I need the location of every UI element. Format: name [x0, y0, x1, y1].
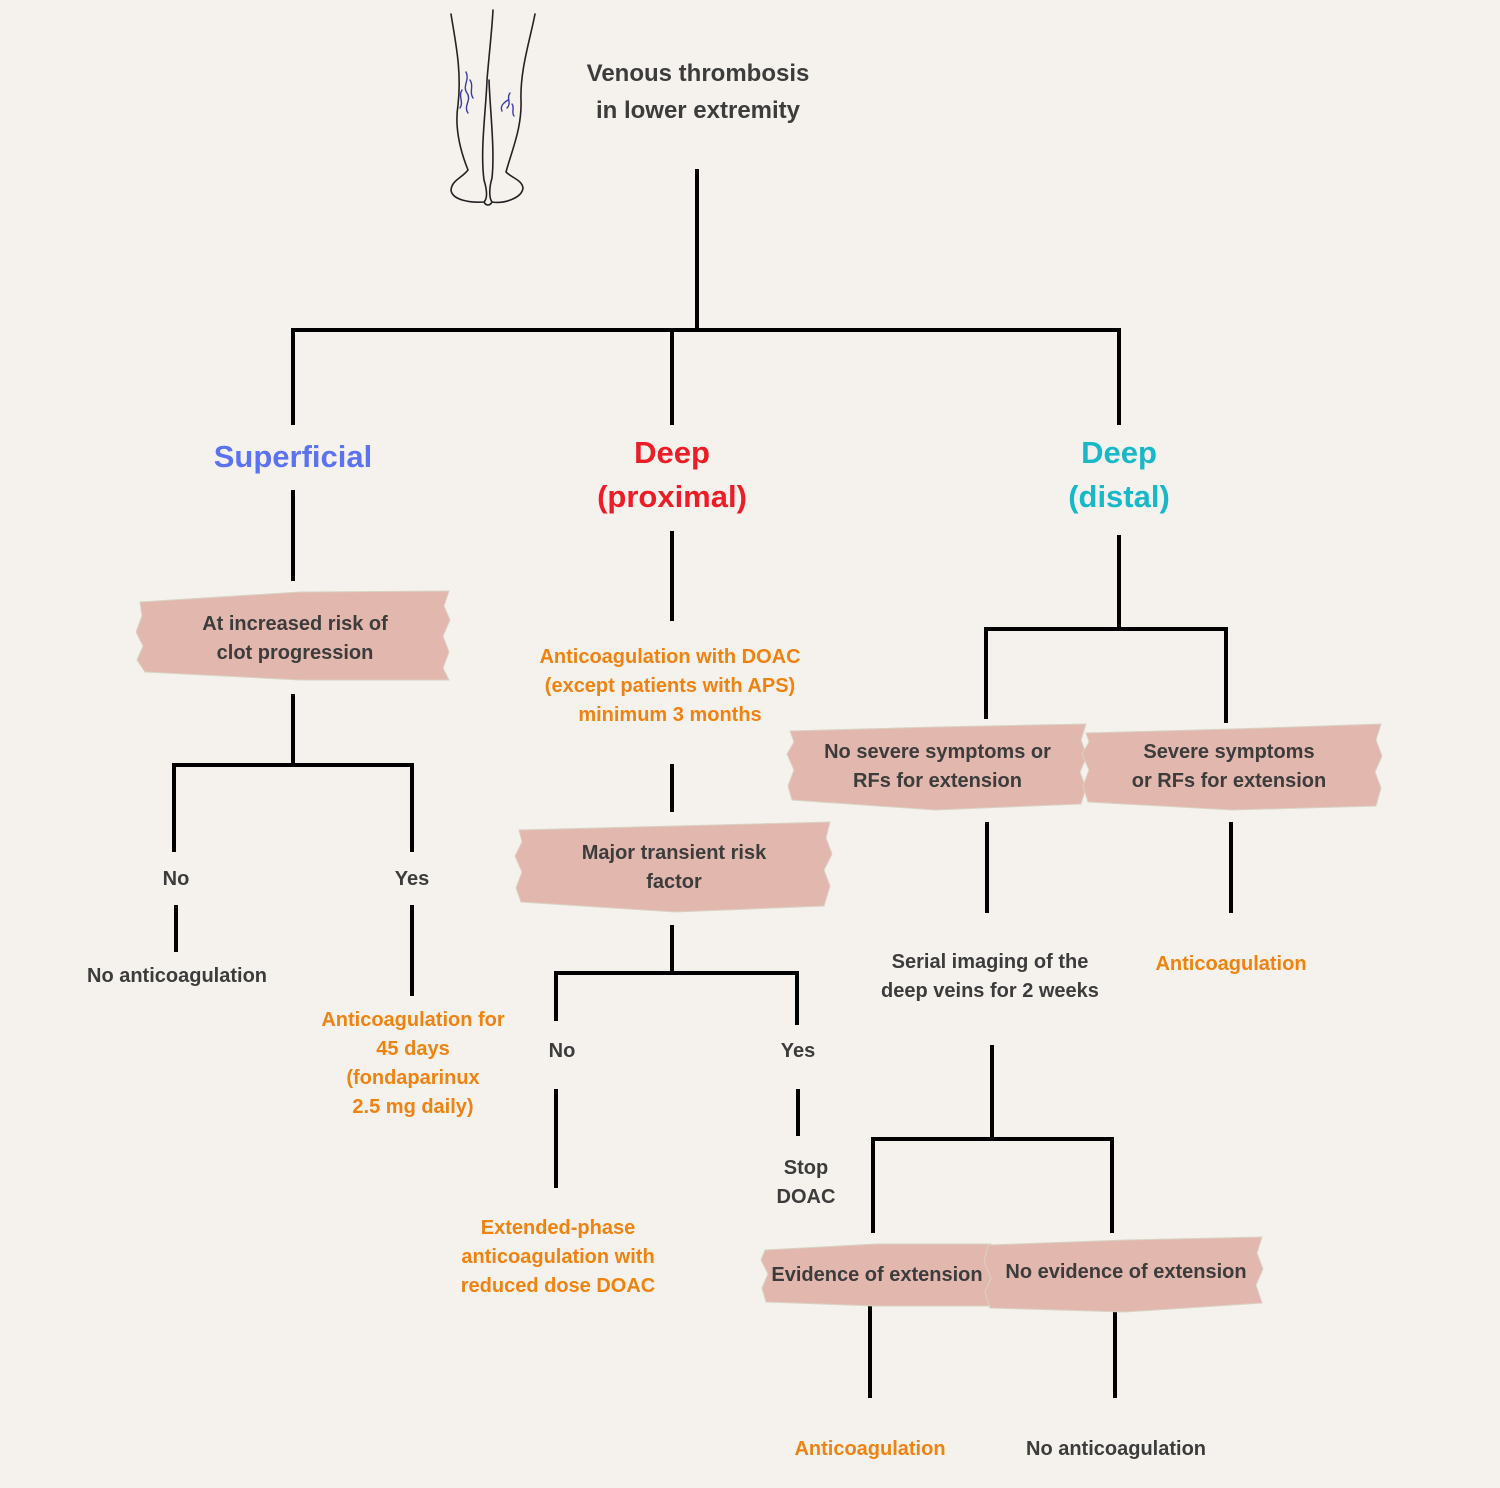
branch-label-yes: Yes: [780, 1040, 816, 1062]
box-no-evidence: [983, 1236, 1264, 1313]
box-label-increased-risk: At increased risk of clot progression: [202, 613, 388, 664]
box-label-no-severe: No severe symptoms or RFs for extension: [824, 741, 1051, 792]
branch-label-no: No: [548, 1040, 576, 1062]
box-label-no-evidence: No evidence of extension: [1005, 1260, 1247, 1283]
outcome-anticoagulation-extension: Anticoagulation: [794, 1438, 946, 1460]
diagram-title: Venous thrombosis in lower extremity: [586, 60, 810, 124]
category-superficial: Superficial: [213, 439, 373, 474]
outcome-extended-phase: Extended-phase anticoagulation with redu…: [460, 1217, 656, 1297]
proximal-treatment: Anticoagulation with DOAC (except patien…: [539, 646, 801, 726]
box-increased-risk: [135, 590, 451, 681]
box-major-transient: [514, 821, 833, 913]
outcome-no-anticoagulation-distal: No anticoagulation: [1026, 1438, 1206, 1460]
connector-lines: [172, 169, 1233, 1398]
category-deep-proximal: Deep (proximal): [597, 435, 747, 514]
outcome-fondaparinux: Anticoagulation for 45 days (fondaparinu…: [321, 1009, 505, 1118]
box-label-severe: Severe symptoms or RFs for extension: [1131, 741, 1327, 792]
legs-varicose-veins-icon: [450, 9, 536, 206]
branch-label-no: No: [162, 868, 190, 890]
serial-imaging: Serial imaging of the deep veins for 2 w…: [881, 951, 1099, 1002]
outcome-no-anticoagulation: No anticoagulation: [87, 965, 267, 987]
box-no-severe: [786, 723, 1088, 811]
decision-boxes: [135, 590, 1383, 1313]
outcome-anticoagulation-severe: Anticoagulation: [1155, 953, 1307, 975]
category-deep-distal: Deep (distal): [1068, 435, 1170, 514]
outcome-stop-doac: Stop DOAC: [776, 1157, 836, 1208]
box-severe: [1081, 723, 1383, 811]
box-label-evidence: Evidence of extension: [771, 1263, 983, 1286]
branch-label-yes: Yes: [394, 868, 430, 890]
box-label-major-transient: Major transient risk factor: [581, 842, 767, 893]
